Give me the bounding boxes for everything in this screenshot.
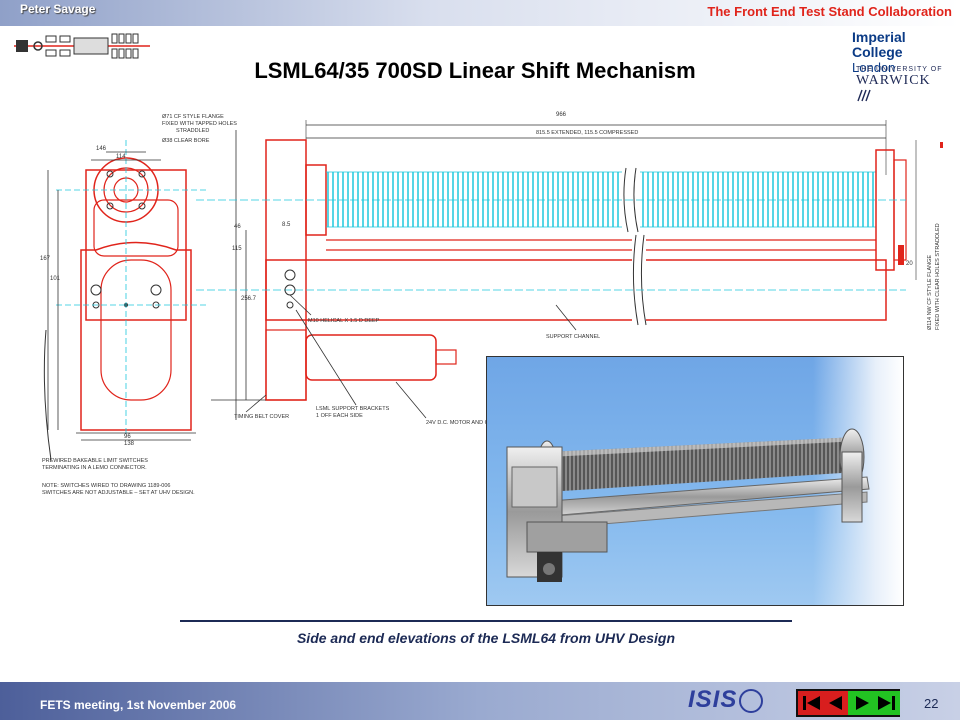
engineering-drawing: 146 114 96 138 167 101 Ø71 CF STYLE FLAN… [40, 112, 943, 496]
last-slide-button[interactable] [872, 691, 900, 715]
motor-note: 24V D.C. MOTOR AND G [426, 420, 489, 426]
warwick-small-text: THE UNIVERSITY OF [856, 66, 943, 73]
switch-note-2: TERMINATING IN A LEMO CONNECTOR. [42, 465, 147, 471]
warwick-crest-icon [857, 89, 871, 102]
header-bar [0, 0, 960, 26]
page-number: 22 [924, 696, 939, 711]
brackets-note-1: LSML SUPPORT BRACKETS [316, 406, 390, 412]
switch-note-4: SWITCHES ARE NOT ADJUSTABLE – SET AT UHV… [42, 490, 195, 496]
isis-text: ISIS [688, 686, 738, 713]
author-name: Peter Savage [20, 2, 96, 16]
right-note-2: FIXED WITH CLEAR HOLES STRADDLED [935, 223, 941, 330]
flange-note-2: FIXED WITH TAPPED HOLES [162, 121, 237, 127]
previous-slide-button[interactable] [822, 691, 850, 715]
mechanism-illustration [506, 428, 870, 582]
dim-138-label: 138 [124, 441, 135, 447]
imperial-line-1: Imperial College [852, 29, 906, 60]
side-elevation [196, 120, 943, 420]
dim-167-label: 167 [40, 256, 51, 262]
dim-overall-label: 966 [556, 112, 567, 118]
warwick-logo: THE UNIVERSITY OF WARWICK [856, 66, 943, 102]
imperial-college-logo: Imperial College London [852, 29, 960, 76]
dim-114-label: 114 [116, 154, 126, 160]
figure-caption: Side and end elevations of the LSML64 fr… [296, 630, 676, 646]
helical-note: M10 HELICAL X 1.5 D DEEP [308, 318, 380, 324]
flange-note-1: Ø71 CF STYLE FLANGE [162, 114, 224, 120]
dim-101-label: 101 [50, 276, 61, 282]
navigation-controls [796, 689, 900, 717]
timing-belt-note: TIMING BELT COVER [234, 414, 289, 420]
dim-85-label: 8.5 [282, 222, 291, 228]
flange-note-3: STRADDLED [176, 128, 209, 134]
warwick-big-text: WARWICK [856, 73, 931, 88]
switch-note-3: NOTE: SWITCHES WIRED TO DRAWING 1189-006 [42, 483, 170, 489]
dim-146-label: 146 [96, 146, 107, 152]
support-channel-note: SUPPORT CHANNEL [546, 334, 600, 340]
collaboration-name: The Front End Test Stand Collaboration [707, 4, 952, 19]
dim-20-label: 20 [906, 261, 913, 267]
dim-stroke-label: 815.5 EXTENDED, 115.5 COMPRESSED [536, 130, 638, 136]
isis-ring-icon [739, 688, 764, 713]
end-elevation [43, 140, 206, 461]
clear-bore-note: Ø38 CLEAR BORE [162, 138, 210, 144]
first-slide-button[interactable] [798, 691, 826, 715]
dim-46-label: 46 [234, 224, 241, 230]
dim-2567-label: 256.7 [241, 296, 257, 302]
isis-logo: ISIS [688, 686, 764, 714]
meeting-info: FETS meeting, 1st November 2006 [40, 698, 237, 712]
dim-96-label: 96 [124, 434, 131, 440]
caption-divider [180, 620, 792, 622]
slide-title: LSML64/35 700SD Linear Shift Mechanism [254, 58, 696, 83]
brackets-note-2: 1 OFF EACH SIDE [316, 413, 363, 419]
imperial-line-2: London [852, 60, 896, 75]
mechanism-photo [486, 356, 904, 606]
dim-115-label: 115 [232, 246, 242, 252]
right-note-1: Ø114 NW CF STYLE FLANGE [927, 255, 933, 330]
switch-note-1: PREWIRED BAKEABLE LIMIT SWITCHES [42, 458, 148, 464]
next-slide-button[interactable] [848, 691, 876, 715]
beamline-logo [14, 33, 150, 59]
